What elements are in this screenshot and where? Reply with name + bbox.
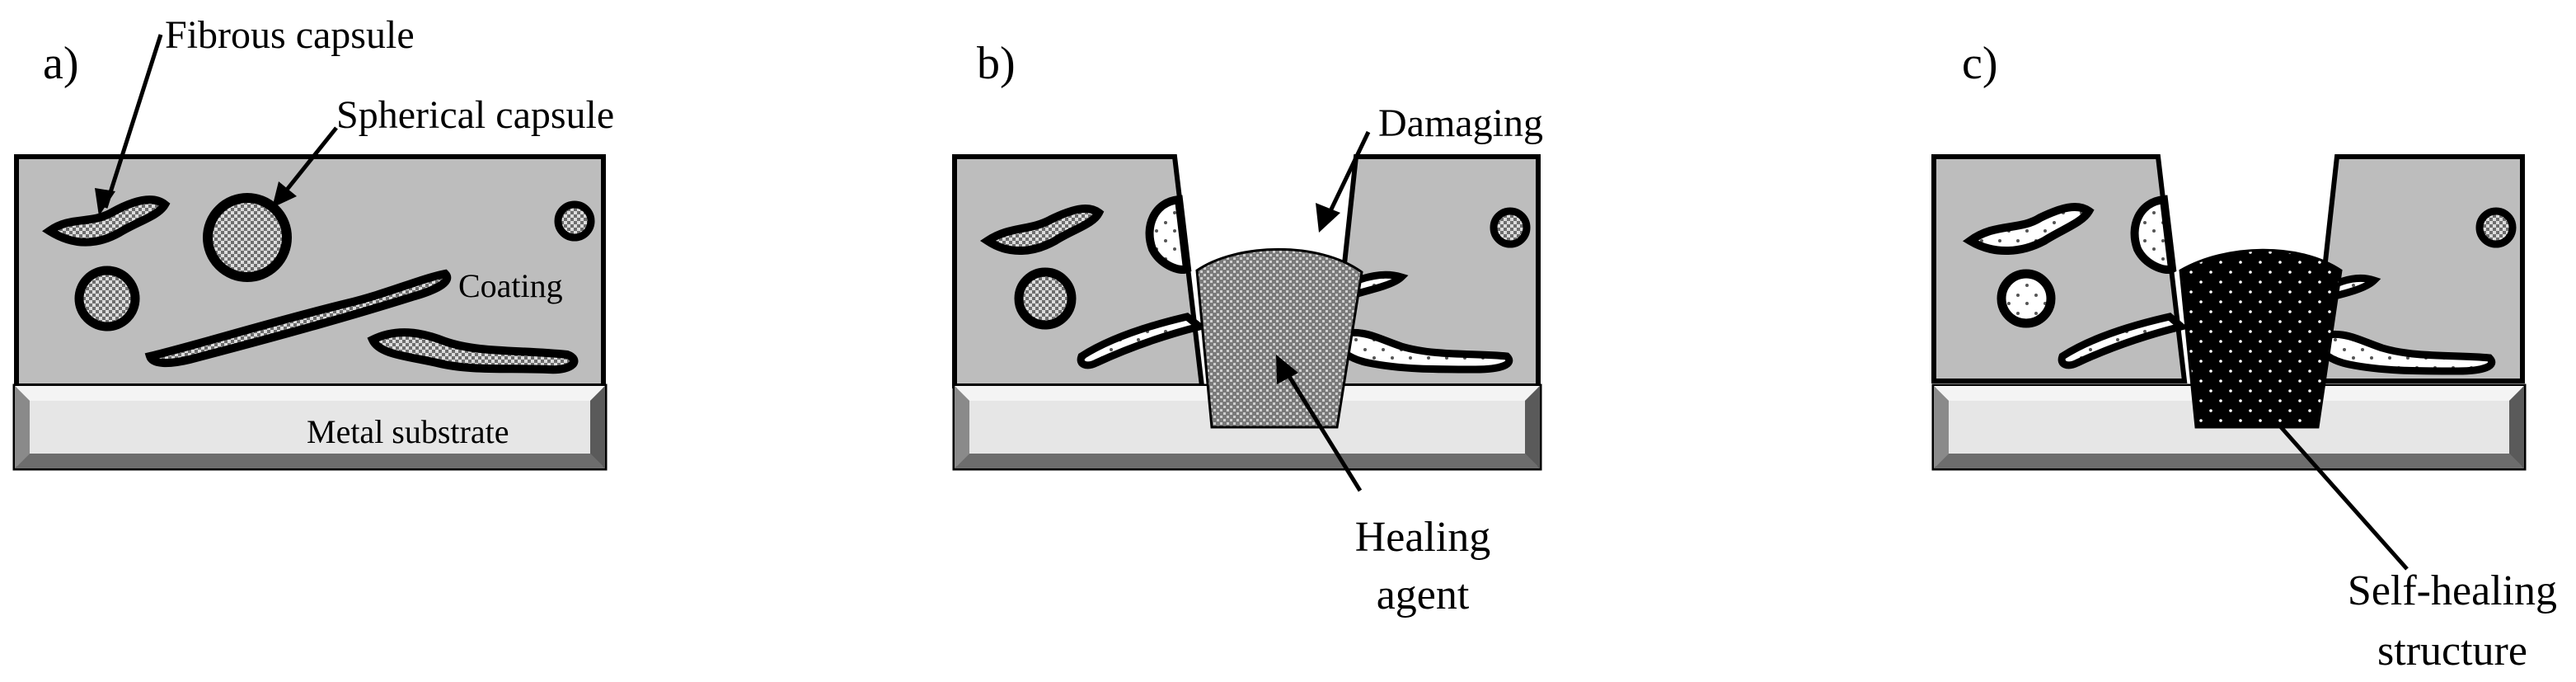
empty-spherical-capsule (1997, 269, 2056, 328)
healing-agent-label-line2: agent (1377, 571, 1470, 619)
spherical-capsule (1490, 207, 1531, 248)
ruptured-fibrous-capsule (1077, 313, 1208, 369)
healing-agent-label-line1: Healing (1355, 514, 1491, 561)
self-healing-label-line2: structure (2377, 628, 2527, 675)
fibrous-capsule (979, 204, 1105, 255)
empty-spherical-capsule (2130, 195, 2177, 274)
coating-layer-left (952, 154, 1205, 388)
spherical-capsule (203, 193, 292, 282)
panel-c: c) Self-healing structure (1931, 38, 2557, 675)
fibrous-capsule (367, 328, 579, 374)
leader-line (103, 34, 163, 209)
spherical-capsule (74, 266, 140, 332)
self-healing-label-line1: Self-healing (2348, 567, 2557, 614)
arrowhead (272, 181, 297, 208)
ruptured-fibrous-capsule (1329, 328, 1513, 374)
empty-fibrous-capsule (2310, 330, 2495, 375)
panel-a: a) Fibrous capsule Spherical capsule Coa… (12, 13, 614, 471)
panel-b: b) Damaging Healing (952, 38, 1543, 619)
empty-fibrous-capsule (2058, 313, 2189, 369)
coating-layer-left (1931, 154, 2188, 383)
arrowhead (95, 188, 115, 216)
damaging-label: Damaging (1378, 101, 1543, 145)
leader-line (279, 126, 338, 200)
self-healing-structure (2179, 248, 2343, 429)
arrowhead (1316, 203, 1340, 233)
damaging-arrow (1326, 130, 1371, 216)
empty-fibrous-capsule (1962, 202, 2095, 255)
coating-label: Coating (458, 267, 563, 304)
healing-agent-arrow (1283, 369, 1363, 492)
panel-b-label: b) (977, 38, 1016, 89)
spherical-capsule (554, 200, 595, 242)
healing-agent-fill (1195, 247, 1363, 429)
fibrous-capsule-label: Fibrous capsule (165, 13, 415, 57)
spherical-capsule (2475, 207, 2517, 248)
fibrous-capsule (144, 269, 452, 368)
panel-c-label: c) (1962, 38, 1998, 89)
panel-a-label: a) (43, 38, 79, 89)
metal-substrate-label: Metal substrate (307, 413, 509, 450)
spherical-capsule (1014, 267, 1077, 330)
spherical-capsule-label: Spherical capsule (336, 93, 614, 137)
self-healing-leader-line (2273, 419, 2409, 571)
ruptured-spherical-capsule (1145, 195, 1192, 274)
metal-substrate (12, 383, 608, 471)
arrowhead (1276, 355, 1298, 384)
fibrous-capsule (42, 195, 171, 247)
